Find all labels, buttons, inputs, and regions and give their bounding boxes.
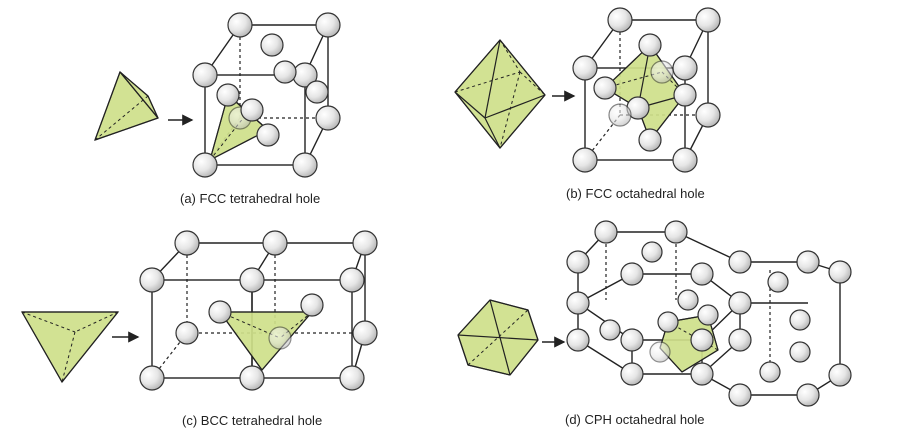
caption-d: (d) CPH octahedral hole (565, 412, 705, 427)
panel-c-bcc-tetrahedral (20, 230, 378, 391)
panel-d-cph-octahedral (457, 220, 852, 407)
octahedron-shape-b (454, 39, 546, 149)
caption-c: (c) BCC tetrahedral hole (182, 413, 323, 428)
atoms-c (139, 230, 378, 391)
caption-a: (a) FCC tetrahedral hole (180, 191, 321, 206)
panel-a-fcc-tetrahedral (93, 12, 341, 178)
atoms-b (572, 7, 721, 173)
tetrahedral-hole-c (218, 311, 314, 371)
tetrahedron-shape-a (93, 70, 160, 141)
octahedron-shape-d (457, 299, 539, 376)
atoms-a (192, 12, 341, 178)
caption-b: (b) FCC octahedral hole (566, 186, 705, 201)
panel-b-fcc-octahedral (454, 7, 721, 173)
atoms-d (566, 220, 852, 407)
tetrahedron-shape-c (20, 311, 120, 384)
